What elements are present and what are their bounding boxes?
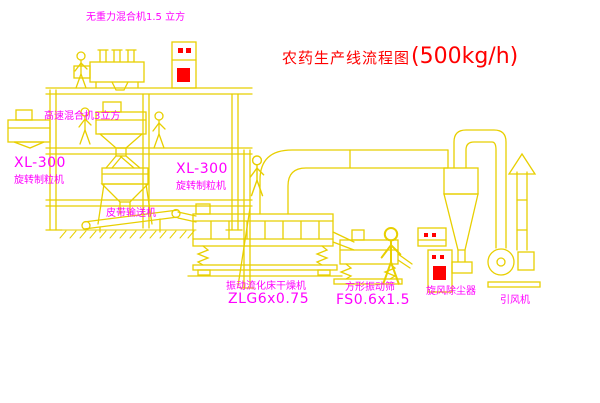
label-belt-conveyor: 皮带输送机 [106, 208, 156, 219]
label-fan: 引风机 [500, 295, 530, 306]
diagram-title-text: 农药生产线流程图 [282, 49, 411, 67]
exhaust-stack [507, 152, 537, 251]
label-gravity-mixer: 无重力混合机1.5 立方 [86, 12, 186, 23]
rotary-granulator [97, 155, 153, 225]
exhaust-duct [259, 149, 449, 215]
high-speed-mixer [95, 101, 147, 157]
label-dryer-model: ZLG6x0.75 [228, 291, 310, 307]
diagram-title: 农药生产线流程图 (500kg/h) [282, 44, 518, 69]
label-granulator-left-model: XL-300 [14, 155, 66, 171]
label-dryer-name: 振动流化床干燥机 [226, 281, 306, 292]
label-granulator-left-name: 旋转制粒机 [14, 175, 64, 186]
control-cabinet-small [417, 227, 447, 247]
cyclone-separator [443, 129, 507, 274]
label-screen-model: FS0.6x1.5 [336, 292, 411, 308]
person-figure [152, 111, 166, 149]
label-screen-name: 方形振动筛 [345, 282, 395, 293]
belt-conveyor [81, 208, 197, 233]
label-granulator-mid-name: 旋转制粒机 [176, 181, 226, 192]
ground-hatch [57, 229, 197, 239]
person-figure [74, 51, 88, 89]
label-granulator-mid-model: XL-300 [176, 161, 228, 177]
control-cabinet-tall [427, 249, 453, 293]
control-cabinet-top [171, 41, 197, 89]
diagram-title-capacity: (500kg/h) [411, 44, 519, 69]
cabinet-indicator-marks [177, 48, 446, 280]
induced-draft-fan [487, 248, 541, 288]
fluid-bed-dryer [187, 203, 355, 277]
person-figure [249, 155, 265, 197]
left-mixer-tank [7, 109, 51, 149]
label-cyclone: 旋风除尘器 [426, 286, 476, 297]
gravity-mixer [73, 49, 145, 91]
label-high-speed-mixer: 高速混合机3立方 [44, 111, 121, 122]
